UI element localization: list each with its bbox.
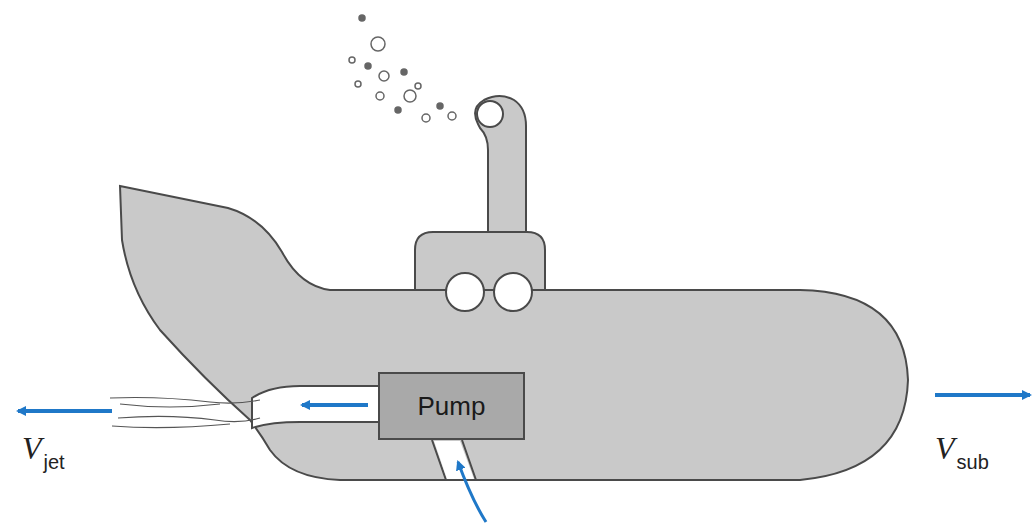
periscope [475,96,526,232]
jet-wisps [110,398,260,428]
flow-arrow [302,403,368,407]
velocity-arrow [18,409,112,413]
inlet-duct [432,440,476,480]
periscope-lens [477,101,503,127]
velocity-subscript: sub [957,452,989,472]
velocity-subscript: jet [44,452,65,472]
jet-duct [252,386,380,428]
pump-box: Pump [378,372,525,440]
velocity-symbol: V [22,432,42,464]
window [494,273,532,311]
component-label: Pump [418,391,486,422]
window [446,273,484,311]
submarine-hull [120,186,908,480]
velocity-symbol: V [935,432,955,464]
velocity-arrow [935,393,1030,397]
bubbles [349,15,456,122]
inlet-arrow [458,462,486,522]
